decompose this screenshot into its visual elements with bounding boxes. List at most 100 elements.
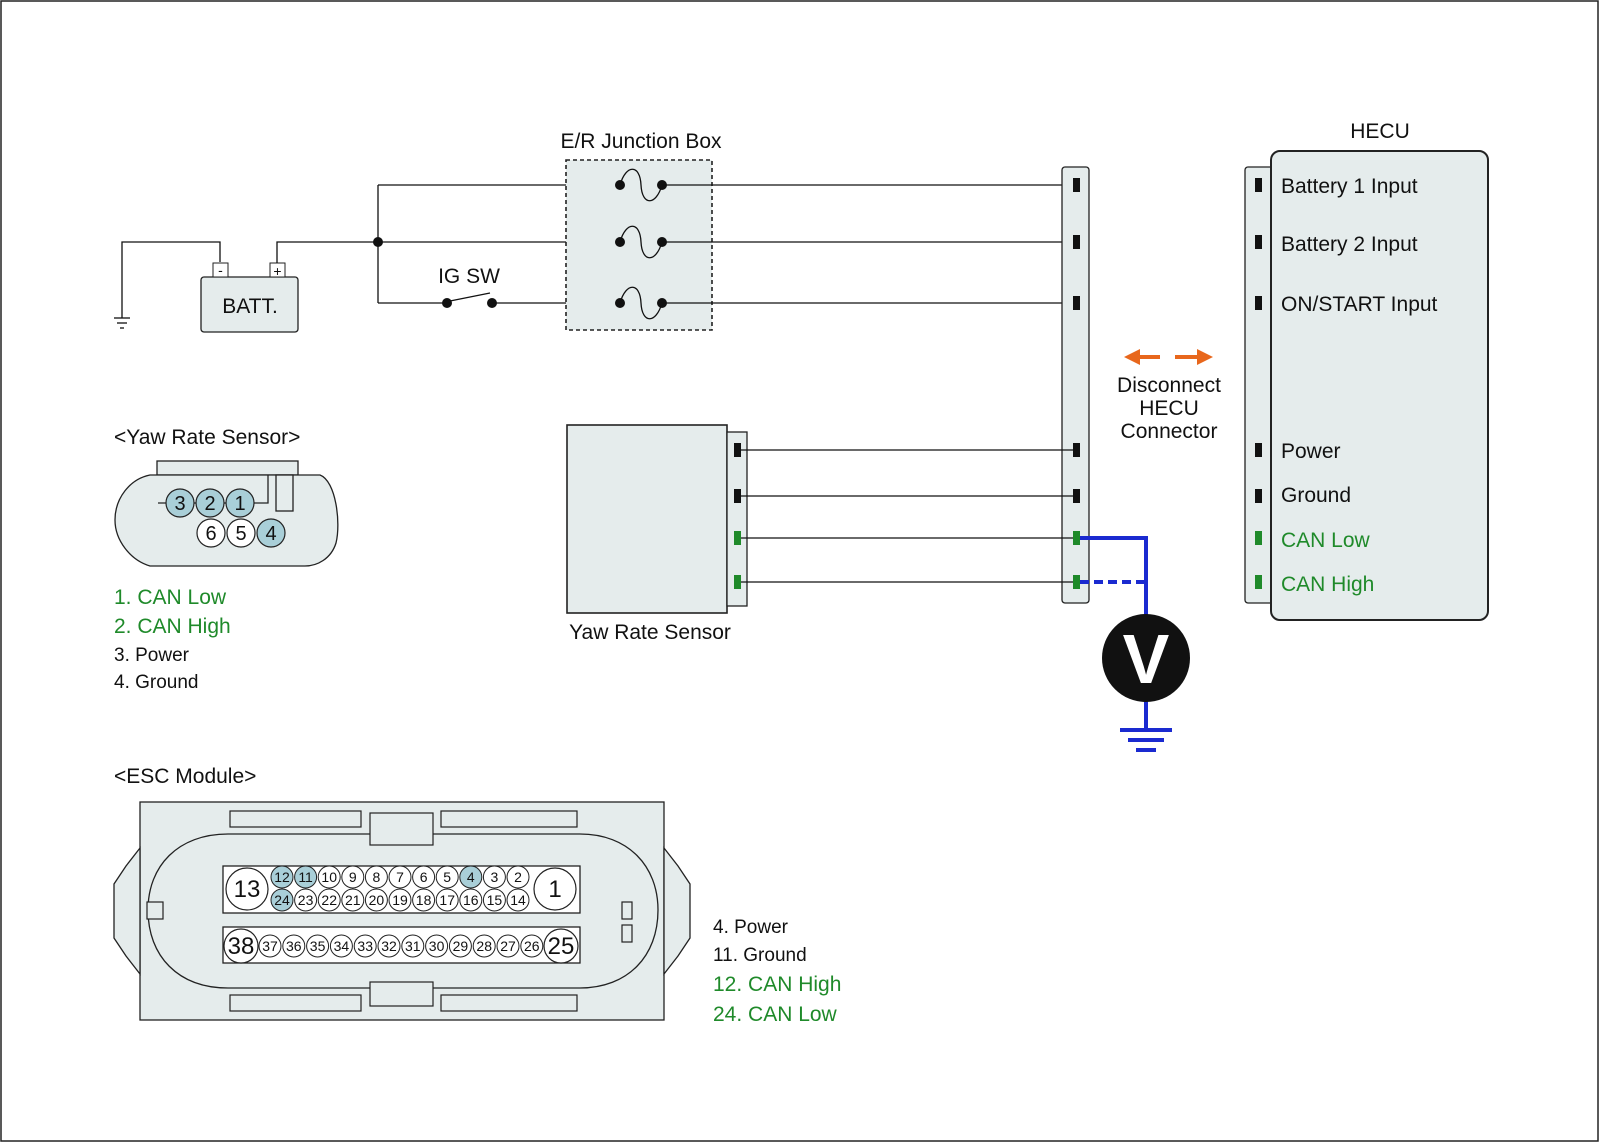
esc-pin-number: 25: [548, 933, 575, 960]
esc-pin: [412, 865, 436, 889]
esc-pin: [364, 865, 388, 889]
junction-box: [565, 159, 713, 331]
esc-pin-number: 35: [310, 938, 326, 954]
esc-pin-number: 24: [274, 892, 290, 908]
esc-pin-number: 18: [416, 892, 432, 908]
yaw-sensor-pins: [734, 443, 741, 589]
esc-pin-number: 21: [345, 892, 361, 908]
esc-pin-large: [225, 867, 269, 911]
yaw-legend-item: 4. Ground: [114, 672, 199, 693]
esc-legend-item: 12. CAN High: [713, 973, 841, 996]
esc-pin: [388, 865, 412, 889]
yaw-pin: [225, 488, 255, 518]
esc-pin: [506, 865, 530, 889]
hecu-title: HECU: [1350, 120, 1410, 143]
voltmeter-icon: [1102, 614, 1190, 702]
esc-pin-number: 10: [321, 869, 337, 885]
yaw-pin-number: 5: [235, 523, 246, 545]
yaw-sensor-label: Yaw Rate Sensor: [569, 621, 731, 644]
esc-pin: [341, 865, 365, 889]
esc-pin: [353, 934, 377, 958]
esc-pin-number: 6: [420, 869, 428, 885]
meter-ground-icon: [1120, 728, 1172, 752]
esc-pin-large: [223, 928, 259, 964]
esc-pin: [294, 888, 318, 912]
esc-pin-number: 27: [500, 938, 516, 954]
esc-pin: [401, 934, 425, 958]
esc-pin-number: 8: [373, 869, 381, 885]
yaw-pin-number: 2: [204, 493, 215, 515]
esc-pin-number: 4: [467, 869, 475, 885]
hecu-pin-label: CAN Low: [1281, 529, 1371, 552]
esc-pin: [459, 888, 483, 912]
disconnect-arrows-icon: [1124, 349, 1213, 365]
junction-box-label: E/R Junction Box: [560, 130, 722, 153]
esc-pin-number: 13: [234, 876, 261, 903]
disconnect-label-line1: Disconnect: [1117, 374, 1221, 397]
yaw-pin-number: 6: [205, 523, 216, 545]
esc-pin-large: [533, 867, 577, 911]
esc-pin-number: 38: [228, 933, 255, 960]
yaw-legend-item: 1. CAN Low: [114, 586, 227, 609]
esc-pin: [329, 934, 353, 958]
battery-pos-label: +: [273, 263, 281, 279]
esc-pin-number: 7: [396, 869, 404, 885]
disconnect-label-line3: Connector: [1121, 420, 1218, 443]
esc-pin-number: 3: [491, 869, 499, 885]
battery-neg-label: -: [218, 262, 223, 278]
esc-pin: [435, 865, 459, 889]
battery-ground-wire: [121, 241, 221, 318]
yaw-pin-number: 4: [265, 523, 276, 545]
battery-positive-wire: [276, 241, 378, 263]
hecu-pin-label: Ground: [1281, 484, 1351, 507]
esc-pin-number: 26: [524, 938, 540, 954]
hecu-pin-label: Battery 1 Input: [1281, 175, 1418, 198]
esc-pin: [435, 888, 459, 912]
yaw-sensor-body: [566, 424, 728, 614]
esc-pin-number: 14: [510, 892, 526, 908]
esc-pin: [270, 888, 294, 912]
esc-pin-number: 12: [274, 869, 290, 885]
esc-pin: [412, 888, 436, 912]
esc-pin-large: [543, 928, 579, 964]
esc-pin-number: 36: [286, 938, 302, 954]
esc-pin: [425, 934, 449, 958]
yaw-pin: [256, 518, 286, 548]
ig-switch-label: IG SW: [438, 265, 500, 288]
esc-pin: [377, 934, 401, 958]
esc-legend-item: 4. Power: [713, 917, 789, 938]
esc-pin: [496, 934, 520, 958]
esc-pin: [482, 865, 506, 889]
battery-neg-terminal: [212, 262, 229, 278]
esc-legend-item: 11. Ground: [713, 945, 807, 966]
battery-label: BATT.: [222, 295, 278, 318]
esc-pin: [294, 865, 318, 889]
esc-pin-number: 19: [392, 892, 408, 908]
esc-pin-number: 23: [298, 892, 314, 908]
hecu-pin-label: Power: [1281, 440, 1341, 463]
esc-pin-number: 29: [453, 938, 469, 954]
esc-pin: [459, 865, 483, 889]
esc-pin: [506, 888, 530, 912]
yaw-connector-view: [114, 460, 339, 567]
esc-pin-number: 30: [429, 938, 445, 954]
esc-pin-number: 31: [405, 938, 421, 954]
esc-pin-number: 2: [514, 869, 522, 885]
esc-pin-number: 17: [439, 892, 455, 908]
battery-group: - + BATT.: [114, 241, 299, 333]
yaw-pin-number: 3: [174, 493, 185, 515]
esc-connector-title: <ESC Module>: [114, 765, 256, 788]
esc-pin: [388, 888, 412, 912]
disconnect-label-line2: HECU: [1139, 397, 1199, 420]
esc-pin-number: 34: [334, 938, 350, 954]
yaw-pin: [226, 518, 256, 548]
esc-pin-number: 32: [381, 938, 397, 954]
yaw-sensor-connector: [726, 431, 748, 607]
hecu-pin-label: ON/START Input: [1281, 293, 1438, 316]
hecu-box: [1270, 150, 1489, 621]
